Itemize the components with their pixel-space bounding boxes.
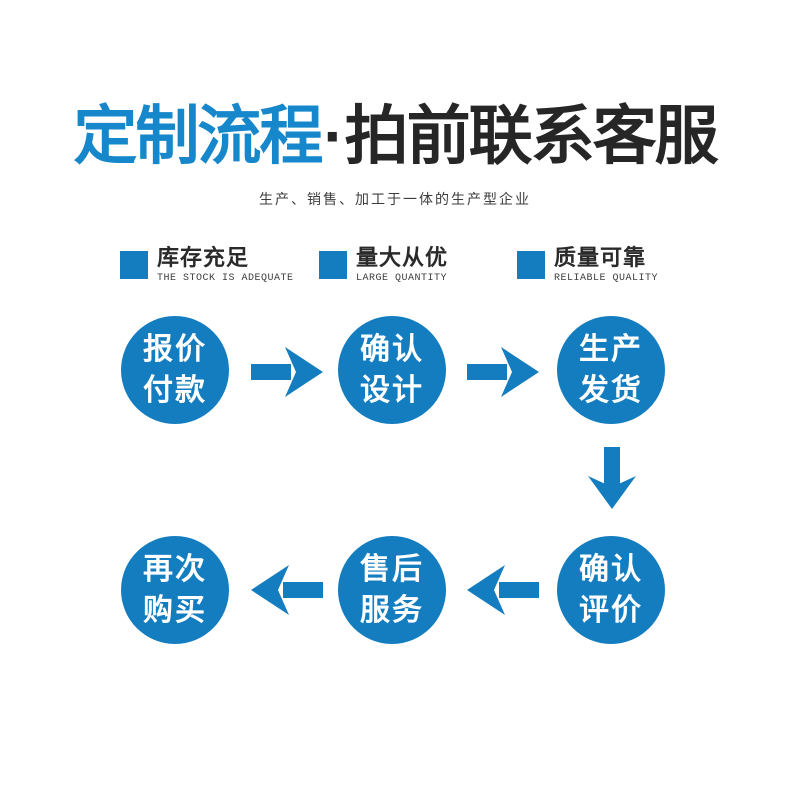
title-highlight: 定制流程 bbox=[73, 100, 323, 172]
title-separator-dot: · bbox=[323, 100, 344, 172]
page-title: 定制流程 · 拍前联系客服 bbox=[0, 92, 790, 180]
feature-title-cn: 库存充足 bbox=[157, 245, 250, 270]
blue-square-icon bbox=[319, 251, 347, 279]
feature-title-en: RELIABLE QUALITY bbox=[554, 273, 659, 284]
step-line2: 付款 bbox=[143, 374, 207, 407]
subtitle: 生产、销售、加工于一体的生产型企业 bbox=[259, 191, 531, 207]
arrow-right-icon bbox=[251, 343, 323, 401]
feature-text: 质量可靠 RELIABLE QUALITY bbox=[554, 245, 658, 284]
flow-step-production-shipping: 生产 发货 bbox=[557, 316, 665, 424]
flow-step-after-sales-service: 售后 服务 bbox=[338, 536, 446, 644]
feature-quantity: 量大从优 LARGE QUANTITY bbox=[319, 245, 448, 284]
title-rest: 拍前联系客服 bbox=[344, 100, 719, 172]
step-line2: 评价 bbox=[579, 594, 643, 627]
feature-title-en: LARGE QUANTITY bbox=[356, 273, 448, 284]
step-line1: 售后 bbox=[360, 553, 424, 586]
arrow-down-icon bbox=[586, 447, 638, 509]
feature-title-cn: 量大从优 bbox=[356, 245, 449, 270]
step-line1: 报价 bbox=[143, 333, 207, 366]
flow-step-repurchase: 再次 购买 bbox=[121, 536, 229, 644]
feature-title-cn: 质量可靠 bbox=[554, 245, 647, 270]
step-line1: 生产 bbox=[579, 333, 643, 366]
step-line1: 确认 bbox=[360, 333, 424, 366]
arrow-left-icon bbox=[467, 561, 539, 619]
step-line2: 服务 bbox=[360, 594, 424, 627]
blue-square-icon bbox=[120, 251, 148, 279]
blue-square-icon bbox=[517, 251, 545, 279]
feature-text: 库存充足 THE STOCK IS ADEQUATE bbox=[157, 245, 294, 284]
step-line2: 设计 bbox=[360, 374, 424, 407]
flow-step-confirm-design: 确认 设计 bbox=[338, 316, 446, 424]
flow-step-confirm-review: 确认 评价 bbox=[557, 536, 665, 644]
flow-step-quote-payment: 报价 付款 bbox=[121, 316, 229, 424]
step-line2: 发货 bbox=[579, 374, 643, 407]
feature-title-en: THE STOCK IS ADEQUATE bbox=[157, 273, 294, 284]
feature-stock: 库存充足 THE STOCK IS ADEQUATE bbox=[120, 245, 294, 284]
step-line2: 购买 bbox=[143, 594, 207, 627]
step-line1: 确认 bbox=[579, 553, 643, 586]
feature-text: 量大从优 LARGE QUANTITY bbox=[356, 245, 448, 284]
arrow-left-icon bbox=[251, 561, 323, 619]
step-line1: 再次 bbox=[143, 553, 207, 586]
arrow-right-icon bbox=[467, 343, 539, 401]
feature-quality: 质量可靠 RELIABLE QUALITY bbox=[517, 245, 658, 284]
